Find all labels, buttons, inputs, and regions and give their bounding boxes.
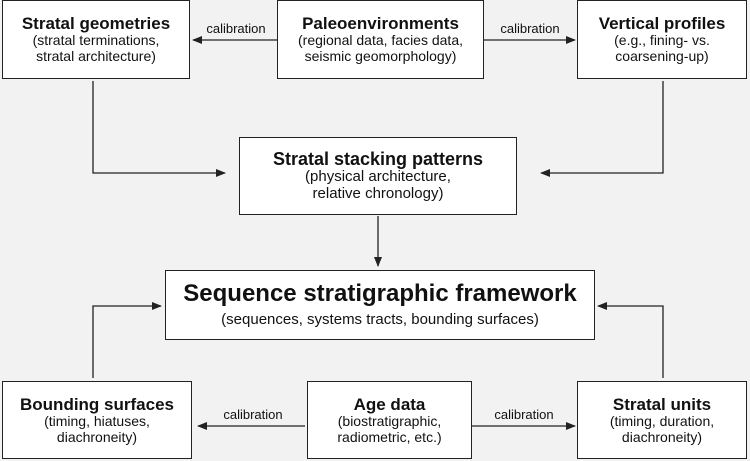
box-detail-line: (biostratigraphic, [337,412,442,429]
box-detail-line: (physical architecture, [305,168,451,186]
arrow-units-to-framework [597,302,664,378]
box-detail-line: seismic geomorphology) [304,48,457,65]
box-vertical-profiles: Vertical profiles (e.g., fining- vs. coa… [577,0,747,79]
arrow-geometries-to-stacking [92,81,226,177]
box-detail-line: radiometric, etc.) [337,428,442,445]
label-calibration-units: calibration [494,407,554,422]
box-detail-line: diachroneity) [621,428,703,445]
box-detail-line: (timing, duration, [609,412,715,429]
box-age-data: Age data (biostratigraphic, radiometric,… [307,381,472,459]
label-calibration-vertical: calibration [500,21,560,36]
label-calibration-bounding: calibration [223,407,283,422]
box-title: Stratal units [612,394,712,414]
box-stratal-units: Stratal units (timing, duration, diachro… [577,381,747,459]
box-sequence-stratigraphic-framework: Sequence stratigraphic framework (sequen… [165,270,595,340]
box-detail-line: (stratal terminations, [32,32,160,49]
box-detail-line: (regional data, facies data, [298,32,463,49]
box-title: Vertical profiles [598,14,726,34]
box-detail-line: (timing, hiatuses, [44,412,150,429]
label-calibration-geometries: calibration [206,21,266,36]
box-title: Paleoenvironments [302,14,459,34]
box-bounding-surfaces: Bounding surfaces (timing, hiatuses, dia… [2,381,192,459]
box-detail-line: relative chronology) [312,185,444,203]
box-title: Age data [353,394,426,414]
box-detail-line: (sequences, systems tracts, bounding sur… [221,311,539,329]
arrow-vertical-to-stacking [540,81,664,177]
box-detail-line: coarsening-up) [615,48,709,65]
box-stratal-geometries: Stratal geometries (stratal terminations… [2,0,190,79]
box-detail-line: stratal architecture) [36,48,156,65]
box-title: Bounding surfaces [20,394,174,414]
box-title: Stratal stacking patterns [272,149,484,170]
box-stratal-stacking-patterns: Stratal stacking patterns (physical arch… [239,137,517,215]
box-detail-line: diachroneity) [56,428,138,445]
arrow-bounding-to-framework [92,302,162,378]
box-title: Sequence stratigraphic framework [183,280,577,308]
box-paleoenvironments: Paleoenvironments (regional data, facies… [277,0,484,79]
box-detail-line: (e.g., fining- vs. [614,32,710,49]
box-title: Stratal geometries [21,14,171,34]
